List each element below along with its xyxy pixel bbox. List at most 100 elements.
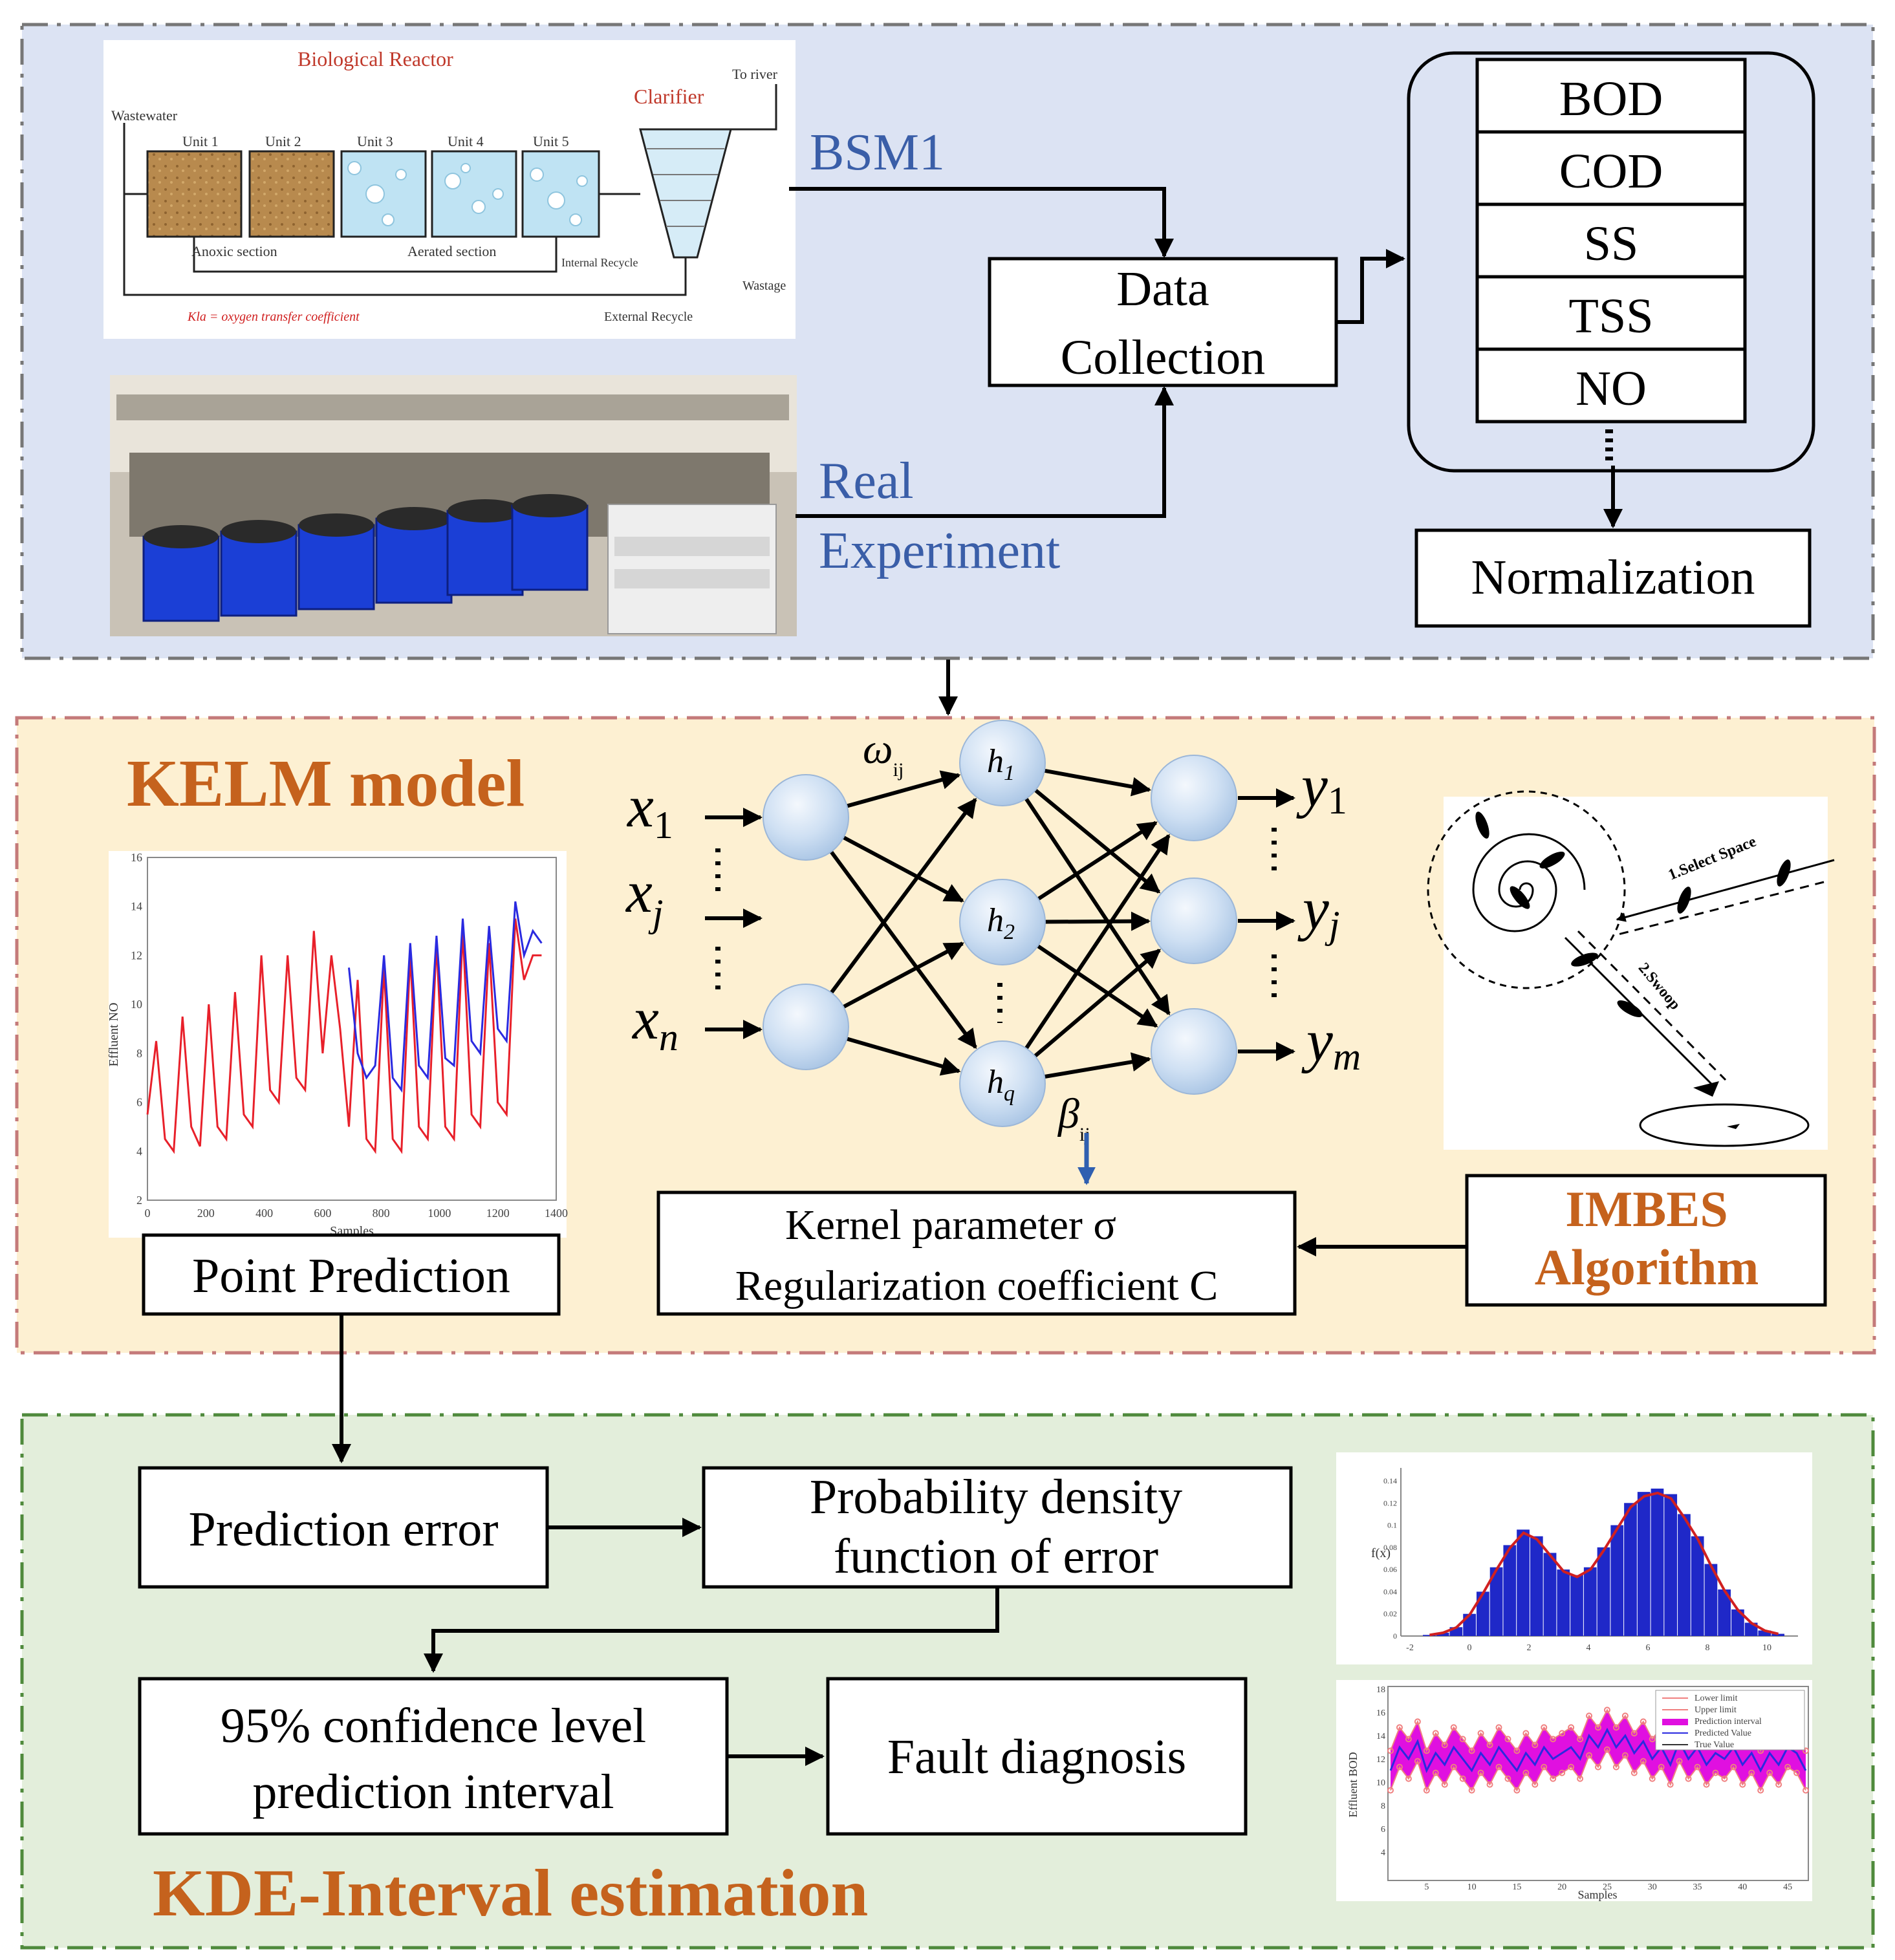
pdf-box: Probability density function of error — [702, 1466, 1293, 1589]
interval-xlabel: Samples — [1578, 1888, 1618, 1901]
upper-limit-marker — [1513, 1747, 1521, 1754]
lower-limit-marker — [1630, 1769, 1638, 1776]
histogram-bar — [1624, 1503, 1637, 1636]
input-hidden-edge — [846, 1037, 961, 1076]
interval-xtick: 25 — [1603, 1882, 1612, 1892]
histogram-bar — [1423, 1635, 1436, 1636]
bsm1-plant-diagram: Biological Reactor Clarifier To river Wa… — [103, 40, 796, 339]
interval-xtick: 20 — [1557, 1882, 1566, 1892]
histogram-bar — [1691, 1536, 1704, 1636]
histogram-bar — [1731, 1609, 1744, 1636]
pdf-to-confidence-arrow — [424, 1588, 999, 1673]
histogram-bar — [1583, 1567, 1597, 1636]
variables-panel: BOD COD SS TSS NO — [1407, 51, 1815, 473]
interval-xtick: 10 — [1467, 1882, 1477, 1892]
histogram-bar — [1664, 1494, 1678, 1636]
lower-limit-marker — [1459, 1775, 1466, 1782]
upper-limit-marker — [1532, 1741, 1539, 1749]
lower-limit-marker — [1748, 1769, 1755, 1776]
lower-limit-marker — [1739, 1781, 1746, 1788]
upper-limit-marker — [1640, 1718, 1647, 1725]
lower-limit-marker — [1694, 1763, 1701, 1771]
kernel-parameter-box: Kernel parameter σ Regularization coeffi… — [656, 1190, 1297, 1316]
bsm1-aerated: Aerated section — [407, 243, 496, 259]
chart1-ytick: 14 — [131, 900, 142, 913]
chart1-ytick: 8 — [136, 1047, 142, 1060]
input-hidden-edge — [842, 835, 964, 903]
chart1-xtick: 1200 — [486, 1207, 510, 1220]
bsm1-wastage: Wastage — [742, 279, 786, 293]
imbes-box: IMBES Algorithm — [1465, 1174, 1827, 1307]
histogram-bar — [1530, 1536, 1543, 1636]
lab-barrel — [298, 524, 375, 610]
lower-limit-marker — [1649, 1775, 1656, 1782]
interval-ytick: 10 — [1376, 1778, 1385, 1788]
fault-diagnosis-label: Fault diagnosis — [887, 1730, 1186, 1784]
chart1-xtick: 800 — [373, 1207, 390, 1220]
interval-ytick: 18 — [1376, 1685, 1385, 1695]
lower-limit-marker — [1703, 1781, 1710, 1788]
air-bubble — [530, 167, 544, 182]
imbes-strategy-illustration: 1.Select Space 2.Swoop — [1427, 790, 1835, 1150]
hidden-output-edge — [1024, 797, 1171, 1016]
chart1-xtick: 400 — [255, 1207, 273, 1220]
hist-xtick: 8 — [1706, 1643, 1710, 1653]
upper-limit-marker — [1441, 1741, 1448, 1749]
bsm1-reactor-title: Biological Reactor — [298, 47, 453, 70]
upper-limit-marker — [1486, 1741, 1493, 1749]
hidden-output-edge — [1037, 944, 1158, 1028]
chart1-ytick: 12 — [131, 949, 142, 962]
histogram-bar — [1651, 1489, 1664, 1636]
upper-limit-marker — [1387, 1747, 1394, 1754]
lab-barrel — [375, 517, 453, 604]
air-bubble — [365, 184, 385, 204]
upper-limit-marker — [1405, 1736, 1412, 1743]
lower-limit-marker — [1550, 1775, 1557, 1782]
lower-limit-marker — [1586, 1752, 1593, 1759]
chart1-ytick: 4 — [136, 1145, 142, 1158]
input-hidden-edge — [846, 770, 961, 808]
upper-limit-marker — [1568, 1724, 1575, 1731]
lower-limit-marker — [1396, 1763, 1403, 1771]
lower-limit-marker — [1784, 1763, 1792, 1771]
bsm1-to-river: To river — [732, 66, 778, 82]
interval-ytick: 4 — [1381, 1848, 1385, 1858]
input-hidden-edge — [829, 850, 977, 1050]
interval-ytick: 16 — [1376, 1708, 1385, 1718]
interval-ytick: 6 — [1381, 1825, 1385, 1835]
lower-limit-marker — [1504, 1775, 1511, 1782]
lower-limit-marker — [1667, 1781, 1674, 1788]
lab-photo — [110, 375, 797, 636]
bsm1-wastewater: Wastewater — [111, 107, 178, 124]
upper-limit-marker — [1423, 1747, 1430, 1754]
upper-limit-marker — [1595, 1724, 1601, 1731]
hidden-output-edge — [1024, 834, 1171, 1050]
lower-limit-marker — [1721, 1775, 1728, 1782]
confidence-box: 95% confidence level prediction interval — [138, 1677, 729, 1836]
variable-cod: COD — [1559, 144, 1663, 199]
lower-limit-marker — [1450, 1763, 1457, 1771]
experiment-label: Experiment — [819, 522, 1060, 579]
output-node-m — [1151, 1008, 1237, 1095]
chart1-ylabel: Effluent NO — [107, 1002, 121, 1066]
barrel-lid — [448, 499, 523, 522]
upper-limit-marker — [1541, 1724, 1548, 1731]
lower-limit-marker — [1766, 1769, 1773, 1776]
confidence-line-2: prediction interval — [252, 1765, 614, 1819]
bsm1-unit-3: Unit 3 — [357, 133, 393, 149]
variable-tss: TSS — [1569, 289, 1654, 343]
bsm1-unit-2: Unit 2 — [265, 133, 301, 149]
imbes-line-2: Algorithm — [1535, 1239, 1759, 1295]
lower-limit-marker — [1712, 1769, 1719, 1776]
data-collection-line-1: Data — [1116, 262, 1209, 316]
interval-xtick: 30 — [1648, 1882, 1657, 1892]
lower-limit-marker — [1486, 1781, 1493, 1788]
pdf-line-2: function of error — [834, 1529, 1158, 1584]
chart1-xtick: 0 — [145, 1207, 151, 1220]
histogram-bar — [1597, 1547, 1610, 1636]
variable-ss: SS — [1584, 217, 1639, 271]
lower-limit-marker — [1757, 1787, 1764, 1794]
lab-barrel — [511, 504, 589, 591]
